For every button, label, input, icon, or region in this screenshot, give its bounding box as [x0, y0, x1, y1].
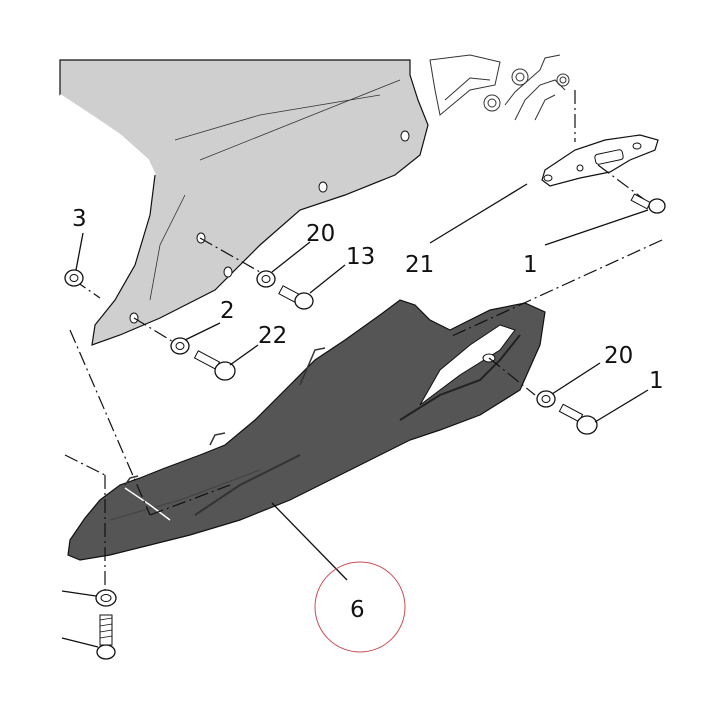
fastener-bottom — [95, 589, 117, 660]
alignment-lines — [64, 90, 663, 590]
fastener-bracket — [630, 193, 666, 214]
bracket — [541, 134, 659, 187]
callout-13: 13 — [346, 244, 375, 270]
callout-2: 2 — [220, 298, 235, 324]
frame-sketch — [429, 54, 570, 121]
callout-20-right: 20 — [604, 343, 633, 369]
callout-3: 3 — [72, 206, 87, 232]
chain-guard — [67, 299, 546, 561]
callout-1-right: 1 — [649, 368, 664, 394]
leader-lines — [61, 183, 649, 648]
fastener-right — [536, 390, 598, 435]
callout-22: 22 — [258, 323, 287, 349]
fastener-upper — [256, 270, 314, 310]
callout-21: 21 — [405, 252, 434, 278]
fastener-left — [64, 269, 84, 287]
callout-20-upper: 20 — [306, 221, 335, 247]
callout-6: 6 — [350, 597, 365, 623]
fastener-lower — [170, 337, 236, 381]
callout-1-bracket: 1 — [523, 252, 538, 278]
fairing-panel — [59, 59, 429, 346]
highlight-circle — [314, 561, 406, 653]
